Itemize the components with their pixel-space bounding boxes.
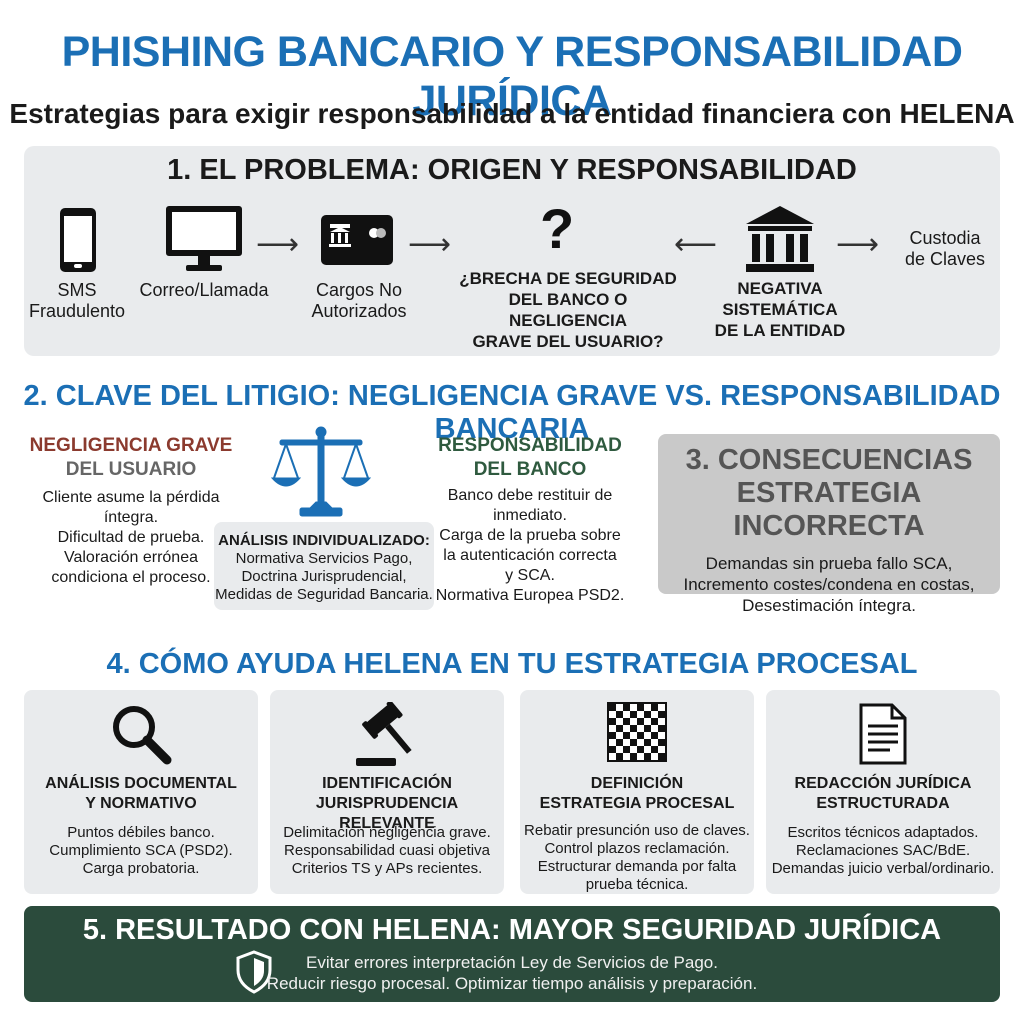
phone-icon (60, 208, 96, 272)
magnifier-icon (113, 706, 172, 765)
user-negligence-head2: DEL USUARIO (65, 459, 197, 480)
question-mark-icon: ? (540, 197, 575, 260)
page-subtitle: Estrategias para exigir responsabilidad … (9, 98, 1015, 129)
analysis-head: ANÁLISIS INDIVIDUALIZADO: (218, 532, 430, 549)
card-title: DEFINICIÓN ESTRATEGIA PROCESAL (539, 775, 735, 812)
section-problem: 1. EL PROBLEMA: ORIGEN Y RESPONSABILIDAD… (24, 146, 1000, 356)
scale-icon (270, 426, 372, 517)
shield-icon (236, 950, 272, 994)
arrow-right-icon: ⟶ (836, 228, 880, 261)
arrow-right-icon: ⟶ (256, 228, 300, 261)
bank-responsibility-column: RESPONSABILIDAD DEL BANCO Banco debe res… (428, 434, 632, 606)
section-consequences-title: 3. CONSECUENCIAS ESTRATEGIA INCORRECTA (685, 444, 973, 542)
monitor-icon (166, 206, 242, 271)
custody-label: Custodia de Claves (904, 228, 986, 269)
section-result: 5. RESULTADO CON HELENA: MAYOR SEGURIDAD… (24, 906, 1000, 1002)
card-procedural-strategy: DEFINICIÓN ESTRATEGIA PROCESAL Rebatir p… (520, 690, 754, 894)
denial-label: NEGATIVA SISTEMÁTICA DE LA ENTIDAD (714, 279, 846, 340)
bank-card-icon (321, 215, 393, 265)
section-result-title: 5. RESULTADO CON HELENA: MAYOR SEGURIDAD… (82, 914, 942, 946)
gavel-icon (356, 702, 412, 766)
section-result-text: Evitar errores interpretación Ley de Ser… (266, 953, 758, 993)
card-legal-drafting: REDACCIÓN JURÍDICA ESTRUCTURADA Escritos… (766, 690, 1000, 894)
section-consequences-text: Demandas sin prueba fallo SCA, Increment… (683, 554, 975, 615)
arrow-right-icon: ⟶ (408, 228, 452, 261)
sms-label: SMS Fraudulento (28, 280, 126, 321)
bank-building-icon (746, 206, 814, 272)
chessboard-icon (607, 702, 667, 762)
page-title: PHISHING BANCARIO Y RESPONSABILIDAD JURÍ… (61, 28, 963, 125)
card-title: IDENTIFICACIÓN JURISPRUDENCIA RELEVANTE (315, 775, 459, 832)
section-consequences: 3. CONSECUENCIAS ESTRATEGIA INCORRECTA D… (658, 434, 1000, 615)
mail-call-label: Correo/Llamada (139, 280, 269, 300)
card-text: Puntos débiles banco. Cumplimiento SCA (… (49, 824, 233, 877)
bank-responsibility-text: Banco debe restituir de inmediato. Carga… (435, 487, 625, 604)
arrow-left-icon: ⟵ (674, 228, 718, 261)
bank-responsibility-head1: RESPONSABILIDAD (438, 435, 622, 456)
section-key-title: 2. CLAVE DEL LITIGIO: NEGLIGENCIA GRAVE … (23, 380, 1001, 445)
question-label: ¿BRECHA DE SEGURIDAD DEL BANCO O NEGLIGE… (459, 269, 677, 351)
card-title: REDACCIÓN JURÍDICA ESTRUCTURADA (794, 775, 972, 812)
section-helena-title: 4. CÓMO AYUDA HELENA EN TU ESTRATEGIA PR… (106, 648, 918, 680)
card-text: Escritos técnicos adaptados. Reclamacion… (771, 824, 995, 877)
card-jurisprudence: IDENTIFICACIÓN JURISPRUDENCIA RELEVANTE … (270, 690, 504, 894)
card-document-analysis: ANÁLISIS DOCUMENTAL Y NORMATIVO Puntos d… (24, 690, 258, 894)
user-negligence-head1: NEGLIGENCIA GRAVE (29, 435, 233, 456)
card-text: Delimitación negligencia grave. Responsa… (283, 824, 491, 877)
charges-label: Cargos No Autorizados (311, 280, 407, 321)
section-problem-title: 1. EL PROBLEMA: ORIGEN Y RESPONSABILIDAD (167, 154, 857, 186)
user-negligence-column: NEGLIGENCIA GRAVE DEL USUARIO Cliente as… (24, 434, 238, 588)
document-icon (859, 703, 907, 765)
bank-responsibility-head2: DEL BANCO (473, 459, 587, 480)
card-title: ANÁLISIS DOCUMENTAL Y NORMATIVO (45, 775, 237, 812)
user-negligence-text: Cliente asume la pérdida íntegra. Dificu… (42, 489, 220, 586)
analysis-box: ANÁLISIS INDIVIDUALIZADO: Normativa Serv… (214, 522, 434, 610)
card-text: Rebatir presunción uso de claves. Contro… (524, 822, 750, 893)
